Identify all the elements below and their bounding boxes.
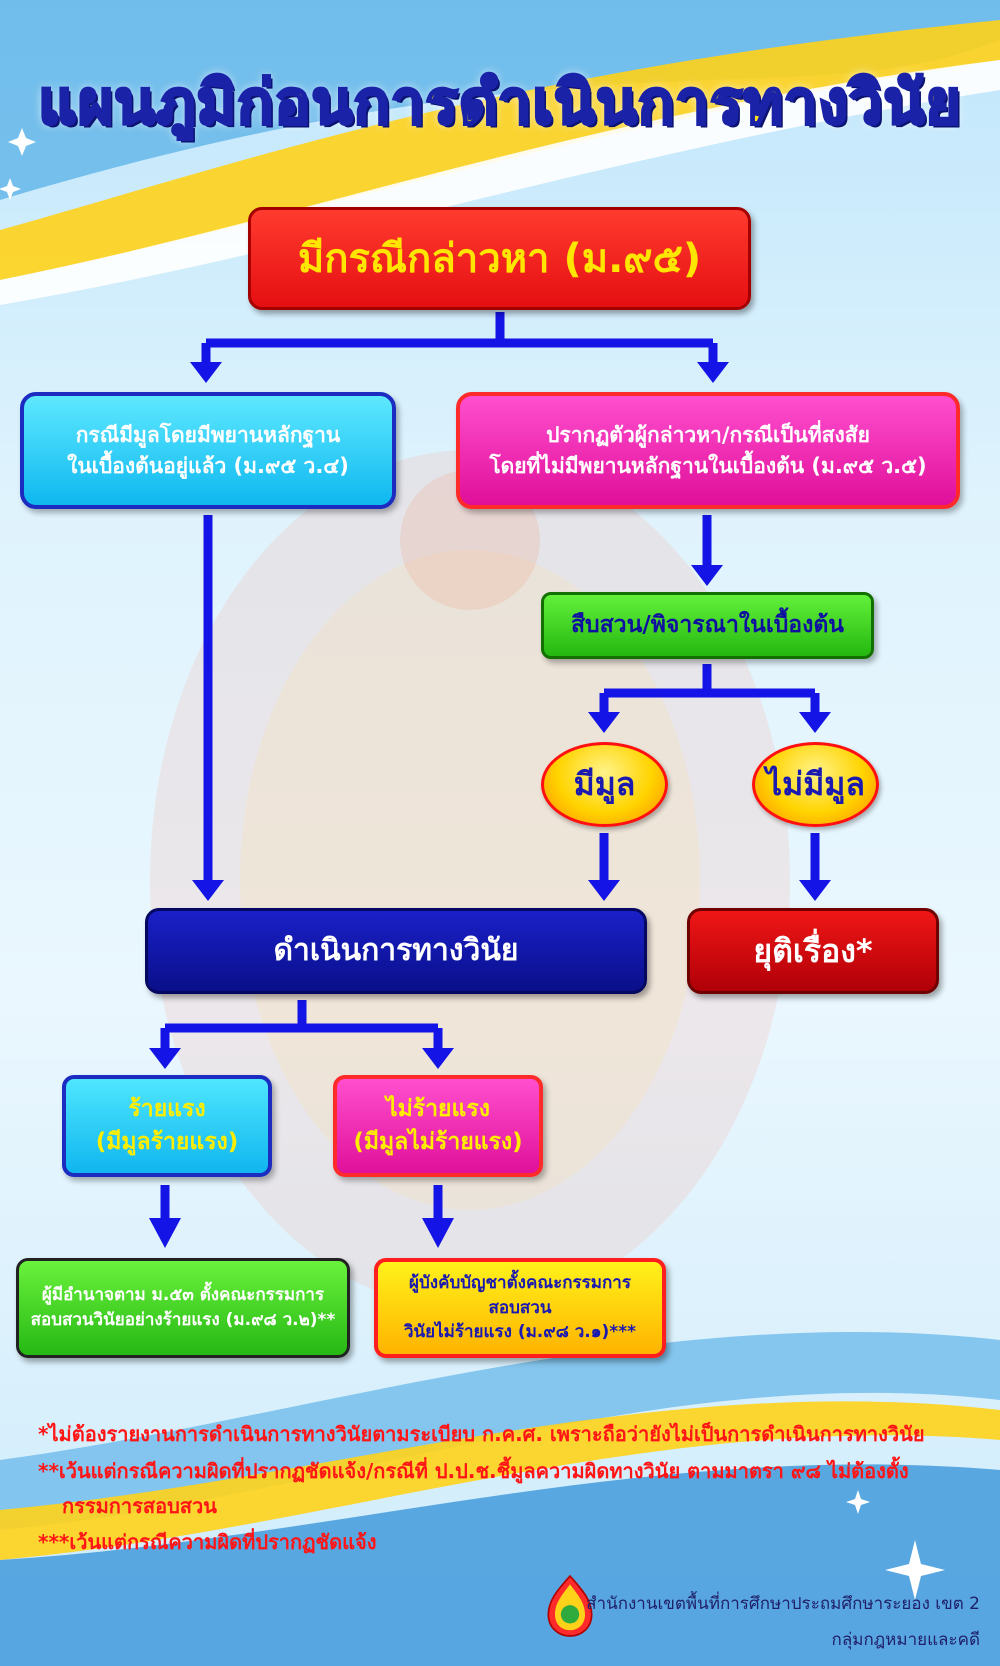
no-grounds-oval: ไม่มีมูล (752, 742, 879, 827)
poster-title: แผนภูมิก่อนการดำเนินการทางวินัย (37, 67, 962, 140)
not-severe-line2: (มีมูลไม่ร้ายแรง) (353, 1129, 523, 1155)
case-with-evidence-box: กรณีมีมูลโดยมีพยานหลักฐาน ในเบื้องต้นอยู… (20, 392, 396, 509)
terminate-box: ยุติเรื่อง* (687, 908, 939, 994)
disciplinary-action-box: ดำเนินการทางวินัย (145, 908, 647, 994)
case-suspected-line2: โดยที่ไม่มีพยานหลักฐานในเบื้องต้น (ม.๙๕ … (489, 453, 927, 478)
not-severe-action-line2: วินัยไม่ร้ายแรง (ม.๙๘ ว.๑)*** (404, 1322, 636, 1343)
not-severe-action-line1: ผู้บังคับบัญชาตั้งคณะกรรมการสอบสวน (409, 1273, 631, 1318)
severe-line2: (มีมูลร้ายแรง) (95, 1129, 239, 1155)
footnote-3: ***เว้นแต่กรณีความผิดที่ปรากฏชัดแจ้ง (38, 1530, 377, 1554)
investigation-box: สืบสวน/พิจารณาในเบื้องต้น (541, 592, 874, 659)
severe-action-line1: ผู้มีอำนาจตาม ม.๕๓ ตั้งคณะกรรมการ (41, 1285, 325, 1306)
severe-action-box: ผู้มีอำนาจตาม ม.๕๓ ตั้งคณะกรรมการ สอบสวน… (16, 1258, 350, 1358)
case-suspected-box: ปรากฏตัวผู้กล่าวหา/กรณีเป็นที่สงสัย โดยท… (456, 392, 960, 509)
no-grounds-label: ไม่มีมูล (766, 765, 865, 803)
severe-box: ร้ายแรง (มีมูลร้ายแรง) (62, 1075, 272, 1177)
not-severe-action-box: ผู้บังคับบัญชาตั้งคณะกรรมการสอบสวน วินัย… (374, 1258, 666, 1358)
severe-action-line2: สอบสวนวินัยอย่างร้ายแรง (ม.๙๘ ว.๒)** (30, 1310, 336, 1330)
not-severe-line1: ไม่ร้ายแรง (386, 1095, 490, 1122)
case-suspected-line1: ปรากฏตัวผู้กล่าวหา/กรณีเป็นที่สงสัย (546, 423, 870, 448)
footer-group: กลุ่มกฎหมายและคดี (831, 1630, 980, 1650)
allegation-label: มีกรณีกล่าวหา (ม.๙๕) (297, 235, 702, 282)
disciplinary-action-label: ดำเนินการทางวินัย (273, 933, 519, 969)
footnote-1: *ไม่ต้องรายงานการดำเนินการทางวินัยตามระเ… (38, 1422, 925, 1446)
not-severe-box: ไม่ร้ายแรง (มีมูลไม่ร้ายแรง) (333, 1075, 543, 1177)
has-grounds-label: มีมูล (573, 765, 636, 803)
investigation-label: สืบสวน/พิจารณาในเบื้องต้น (571, 611, 844, 638)
case-with-evidence-line1: กรณีมีมูลโดยมีพยานหลักฐาน (75, 423, 341, 448)
case-with-evidence-line2: ในเบื้องต้นอยู่แล้ว (ม.๙๕ ว.๔) (67, 453, 349, 478)
terminate-label: ยุติเรื่อง* (753, 931, 873, 970)
footnote-2: **เว้นแต่กรณีความผิดที่ปรากฏชัดแจ้ง/กรณี… (38, 1459, 909, 1483)
severe-line1: ร้ายแรง (128, 1095, 206, 1122)
has-grounds-oval: มีมูล (541, 742, 668, 827)
footnote-2-continued: กรรมการสอบสวน (62, 1494, 217, 1518)
allegation-box: มีกรณีกล่าวหา (ม.๙๕) (248, 207, 751, 310)
office-emblem-icon (547, 1574, 593, 1637)
footer-office: สำนักงานเขตพื้นที่การศึกษาประถมศึกษาระยอ… (586, 1594, 980, 1614)
